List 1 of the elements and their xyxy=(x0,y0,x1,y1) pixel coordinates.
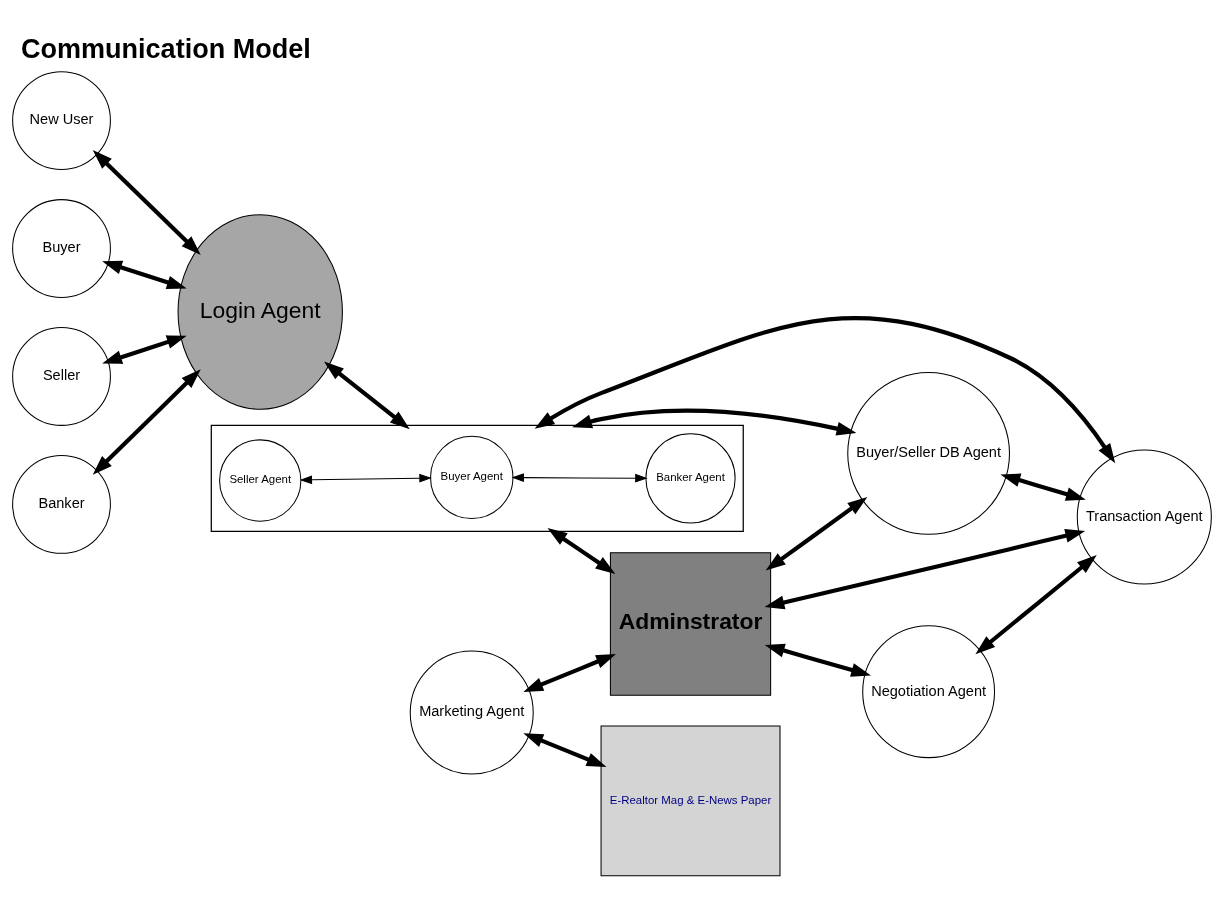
diagram-title: Communication Model xyxy=(20,33,311,64)
